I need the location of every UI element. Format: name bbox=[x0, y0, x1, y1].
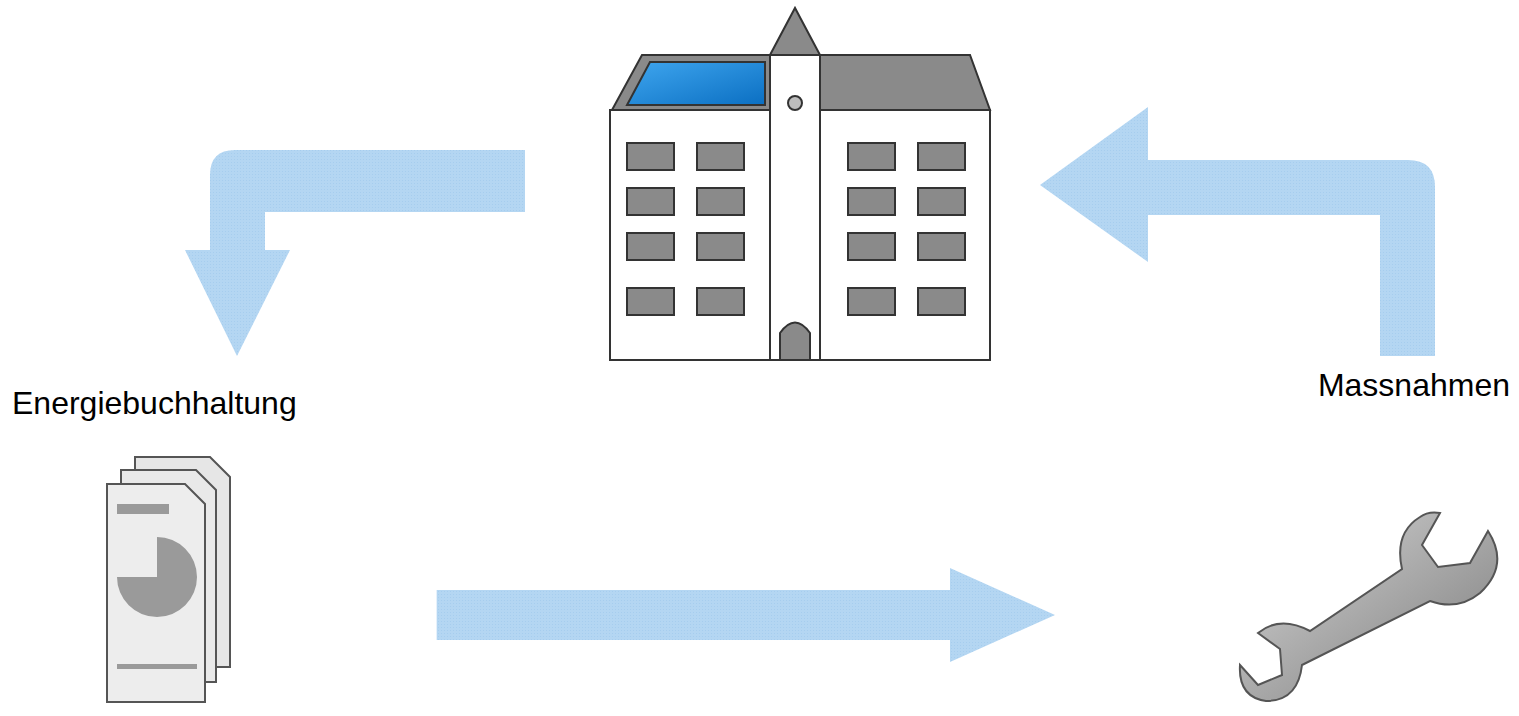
flow-arrow bbox=[437, 568, 1055, 662]
flow-arrow bbox=[1040, 107, 1435, 356]
icon-label: Energiebuchhaltung bbox=[12, 383, 297, 423]
icon-label: Massnahmen bbox=[1225, 365, 1510, 405]
labeled-icon: Energiebuchhaltung bbox=[12, 383, 297, 705]
wrench-icon bbox=[1230, 505, 1510, 705]
school-building bbox=[610, 8, 990, 360]
report-icon bbox=[105, 452, 235, 712]
labeled-icon: Massnahmen bbox=[1225, 365, 1510, 705]
flow-arrow bbox=[185, 150, 525, 356]
